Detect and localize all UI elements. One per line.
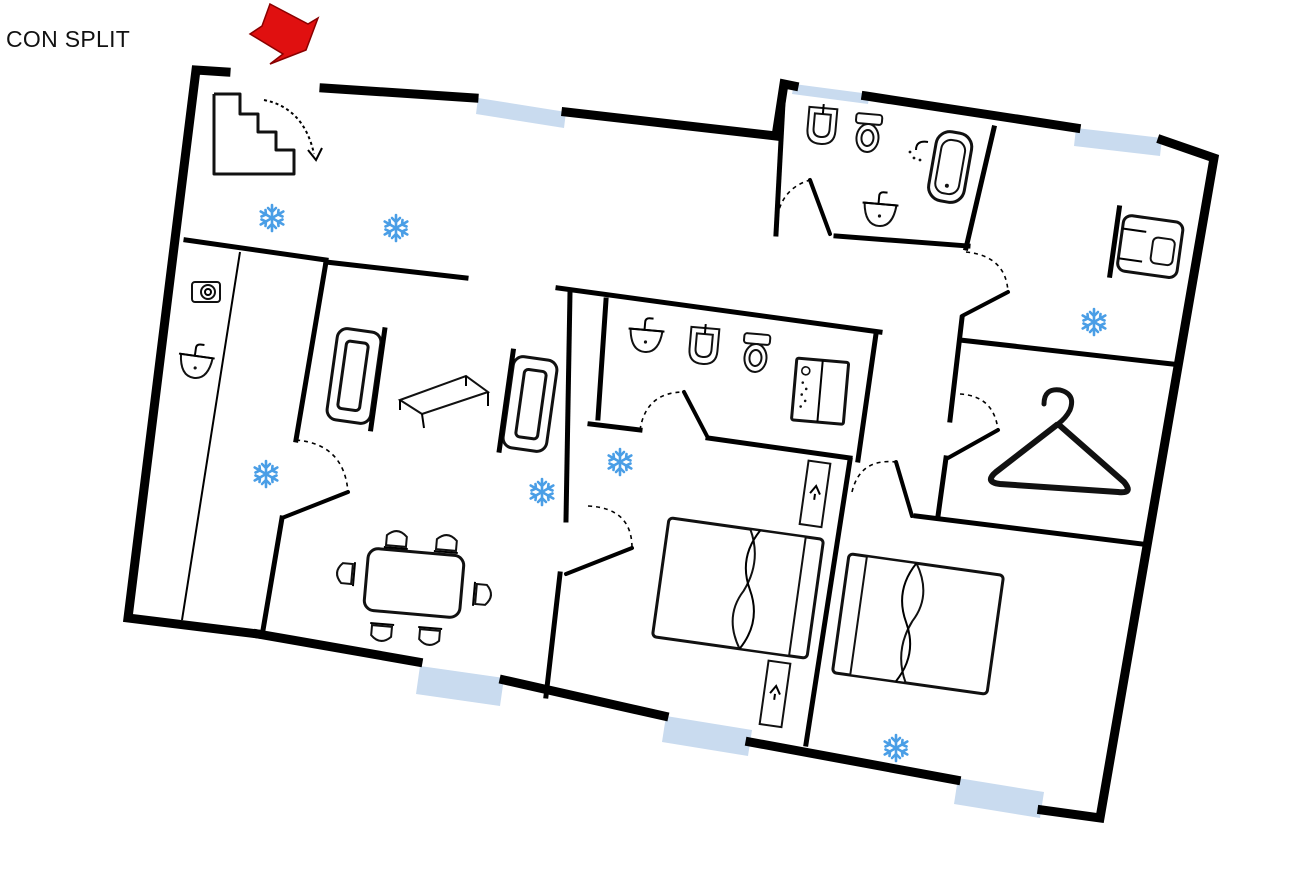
bathtub-icon: [927, 130, 974, 204]
toilet-icon: [852, 111, 884, 155]
washing-machine-icon: [191, 281, 221, 303]
doors: [280, 178, 1010, 576]
plan-title: CON SPLIT: [6, 26, 131, 52]
double-bed-icon: [830, 552, 1006, 696]
shower-icon: [790, 356, 851, 426]
nightstand-icon: [798, 459, 832, 529]
entrance-arrow-icon: [248, 2, 320, 65]
windows: [416, 84, 1162, 818]
snowflake-icon: [607, 447, 633, 477]
sink-icon: [859, 189, 901, 229]
nightstand-icon: [758, 659, 792, 729]
bidet-icon: [805, 101, 839, 147]
clothes-hanger-icon: [987, 387, 1131, 496]
interior-walls: [181, 81, 1175, 747]
snowflake-icon: [253, 459, 279, 489]
snowflake-icon: [883, 733, 909, 763]
exterior-walls: [122, 65, 1220, 824]
snowflake-icon: [1081, 307, 1107, 337]
top-bathroom: [805, 101, 974, 229]
coffee-table-icon: [397, 374, 491, 429]
bidet-icon: [687, 321, 721, 367]
double-bed-icon: [650, 516, 826, 660]
sink-icon: [174, 340, 218, 382]
sofa-icon: [325, 323, 384, 428]
middle-bathroom: [625, 315, 851, 426]
staircase-icon: [212, 92, 323, 176]
shower-icon: [908, 140, 929, 162]
toilet-icon: [740, 331, 772, 375]
sofa-icon: [499, 351, 558, 456]
snowflake-icon: [383, 213, 409, 243]
sofa-icon: [1107, 205, 1185, 279]
snowflake-icon: [259, 203, 285, 233]
dining-table-icon: [335, 529, 493, 647]
snowflake-icon: [529, 477, 555, 507]
sink-icon: [625, 315, 667, 355]
